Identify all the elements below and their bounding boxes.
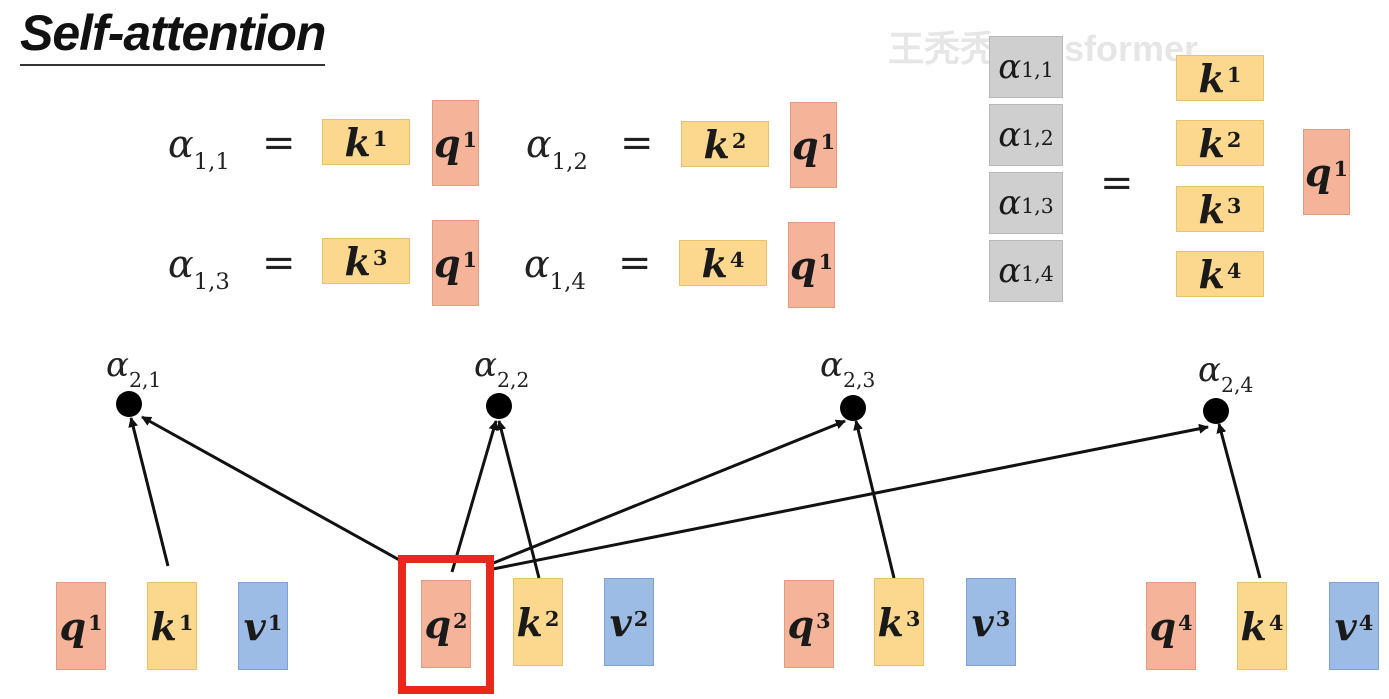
equals-sign: = bbox=[262, 120, 296, 166]
equation-alpha-1-2: α1,2 bbox=[526, 122, 588, 175]
arrow-k1-to-alpha-2-1 bbox=[128, 417, 170, 567]
equals-sign: = bbox=[618, 240, 652, 286]
arrow-q2-to-alpha-2-4 bbox=[487, 423, 1209, 572]
arrow-q2-to-alpha-2-3 bbox=[485, 419, 846, 568]
equation-alpha-1-4: α1,4 bbox=[524, 242, 586, 295]
alpha-label-2-1: α2,1 bbox=[106, 345, 162, 392]
alpha-label-2-4: α2,4 bbox=[1198, 350, 1254, 397]
arrow-k4-to-alpha-2-4 bbox=[1216, 423, 1262, 579]
attention-node-2-3 bbox=[840, 395, 866, 421]
arrow-k2-to-alpha-2-2 bbox=[496, 420, 541, 579]
arrow-k3-to-alpha-2-3 bbox=[853, 420, 896, 579]
query-highlight-box bbox=[398, 555, 494, 694]
equals-sign: = bbox=[620, 120, 654, 166]
equation-alpha-1-1: α1,1 bbox=[168, 122, 230, 175]
matrix-equals-sign: = bbox=[1100, 160, 1134, 206]
attention-node-2-1 bbox=[116, 391, 142, 417]
page-title: Self-attention bbox=[20, 2, 326, 66]
arrow-q2-to-alpha-2-1 bbox=[141, 415, 404, 564]
arrow-q2-to-alpha-2-2 bbox=[450, 420, 499, 573]
alpha-label-2-3: α2,3 bbox=[820, 345, 876, 392]
equation-alpha-1-3: α1,3 bbox=[168, 242, 230, 295]
attention-node-2-4 bbox=[1203, 398, 1229, 424]
alpha-label-2-2: α2,2 bbox=[474, 345, 530, 392]
equals-sign: = bbox=[262, 240, 296, 286]
attention-node-2-2 bbox=[486, 393, 512, 419]
